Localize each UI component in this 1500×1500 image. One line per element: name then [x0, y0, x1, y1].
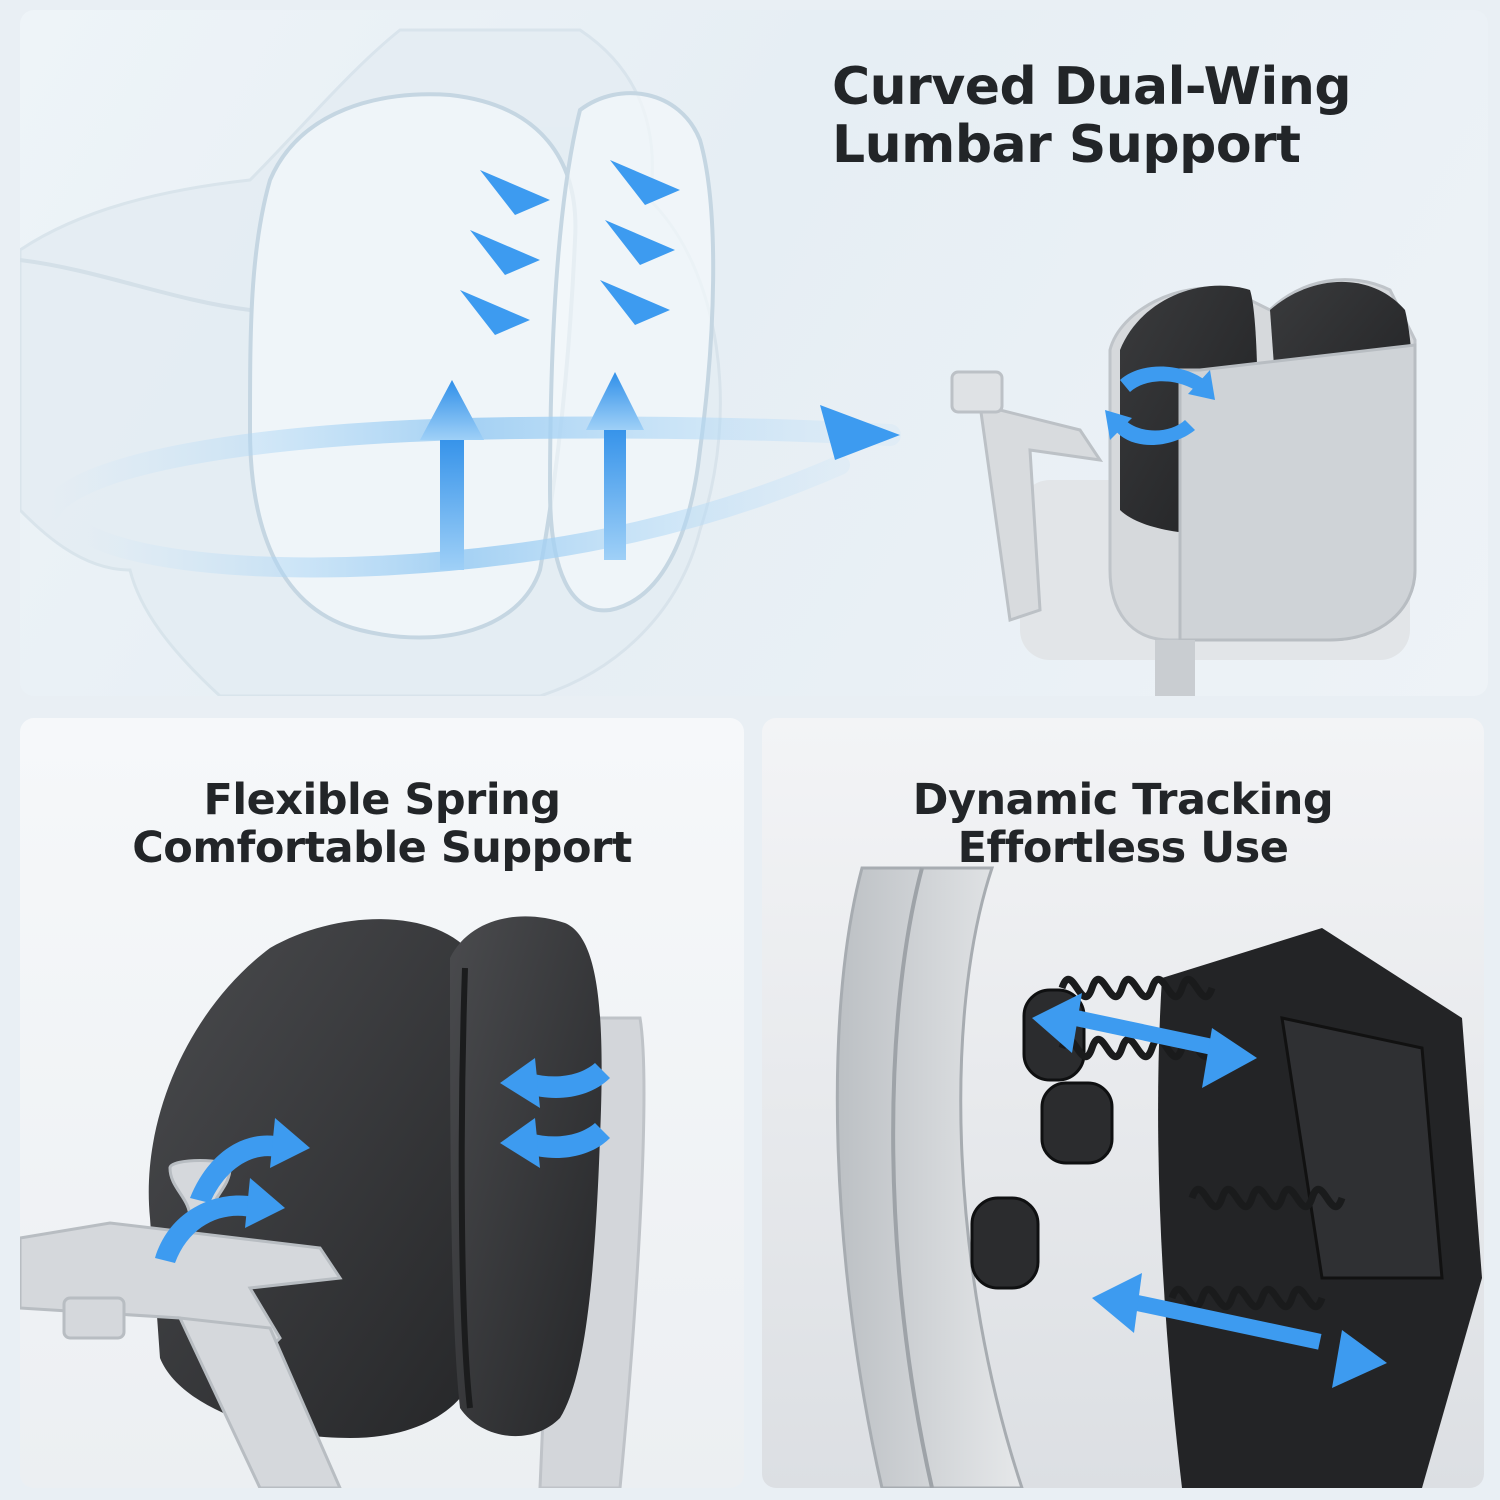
transparent-cushions — [247, 91, 716, 640]
heading-line: Curved Dual-Wing — [832, 57, 1352, 117]
heading-line: Flexible Spring — [203, 775, 562, 825]
spring-icon — [1058, 976, 1346, 1310]
flex-arrow-icon — [155, 1058, 610, 1263]
lumbar-support-panel: Curved Dual-Wing Lumbar Support — [20, 10, 1488, 696]
dynamic-tracking-heading: Dynamic Tracking Effortless Use — [762, 776, 1484, 872]
flexible-spring-panel: Flexible Spring Comfortable Support — [20, 718, 744, 1488]
chair-with-cushion-thumbnail — [950, 278, 1417, 696]
double-arrow-icon — [1032, 993, 1387, 1388]
chevron-arrows-icon — [460, 160, 680, 335]
lumbar-support-illustration — [20, 28, 1417, 696]
right-cushion — [450, 916, 602, 1437]
flexible-spring-illustration — [20, 916, 646, 1488]
curved-sweep-arrow-icon — [39, 405, 901, 578]
heading-line: Effortless Use — [957, 823, 1289, 874]
knob-icon — [970, 988, 1114, 1290]
lumbar-support-heading: Curved Dual-Wing Lumbar Support — [832, 57, 1352, 176]
dynamic-tracking-panel: Dynamic Tracking Effortless Use — [762, 718, 1484, 1488]
armrest — [20, 1159, 343, 1488]
heading-line: Comfortable Support — [132, 823, 632, 874]
spring-mechanism-illustration — [835, 866, 1482, 1488]
heading-line: Dynamic Tracking — [912, 775, 1334, 825]
up-arrow-icon — [420, 372, 644, 570]
rotate-arrow-icon — [1105, 366, 1215, 445]
heading-line: Lumbar Support — [832, 115, 1301, 176]
flexible-spring-heading: Flexible Spring Comfortable Support — [20, 776, 744, 872]
